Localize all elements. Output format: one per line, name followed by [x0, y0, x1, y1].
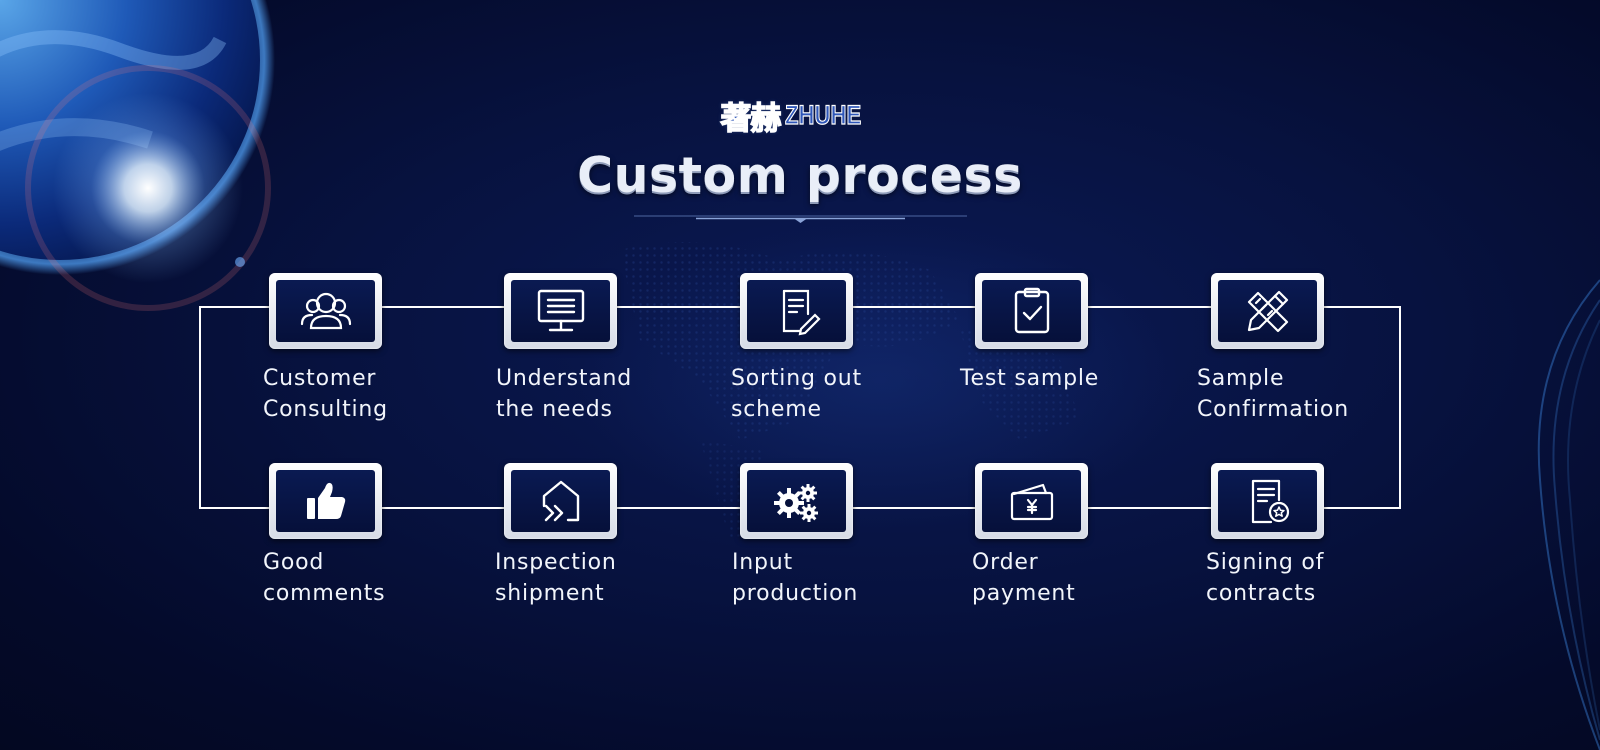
document-edit-icon — [770, 286, 824, 336]
clipboard-check-icon — [1005, 286, 1059, 336]
thumbs-up-icon — [299, 476, 353, 526]
step-signing-contracts-card — [1211, 463, 1324, 539]
step-sorting-scheme-label: Sorting out scheme — [731, 363, 862, 425]
step-test-sample-card — [975, 273, 1088, 349]
step-understand-needs-label: Understand the needs — [496, 363, 632, 425]
step-customer-consulting-card — [269, 273, 382, 349]
step-sample-confirmation-label: Sample Confirmation — [1197, 363, 1349, 425]
step-inspection-shipment-label: Inspection shipment — [495, 547, 617, 609]
ruler-pencil-icon — [1241, 286, 1295, 336]
warehouse-arrow-icon — [534, 476, 588, 526]
step-input-production-card — [740, 463, 853, 539]
step-test-sample-label: Test sample — [960, 363, 1099, 394]
step-understand-needs-card — [504, 273, 617, 349]
step-order-payment-card — [975, 463, 1088, 539]
step-sorting-scheme-card — [740, 273, 853, 349]
step-sample-confirmation-card — [1211, 273, 1324, 349]
contract-seal-icon — [1241, 476, 1295, 526]
wallet-yuan-icon — [1005, 476, 1059, 526]
people-icon — [299, 286, 353, 336]
step-signing-contracts-label: Signing of contracts — [1206, 547, 1324, 609]
step-customer-consulting-label: Customer Consulting — [263, 363, 388, 425]
step-good-comments-card — [269, 463, 382, 539]
step-good-comments-label: Good comments — [263, 547, 385, 609]
step-order-payment-label: Order payment — [972, 547, 1076, 609]
monitor-icon — [534, 286, 588, 336]
step-input-production-label: Input production — [732, 547, 858, 609]
gears-icon — [770, 476, 824, 526]
step-inspection-shipment-card — [504, 463, 617, 539]
